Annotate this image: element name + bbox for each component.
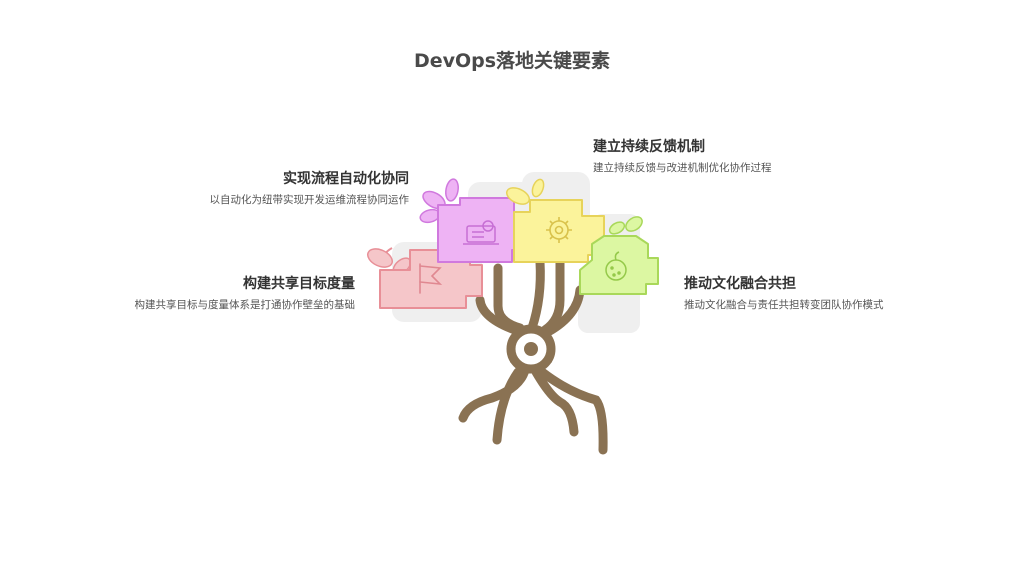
heading-culture: 推动文化融合共担 bbox=[684, 276, 796, 292]
label-shared-metrics: 构建共享目标度量 构建共享目标与度量体系是打通协作壁垒的基础 bbox=[135, 275, 356, 312]
page-title: DevOps落地关键要素 bbox=[413, 50, 611, 72]
leaf-automation bbox=[419, 178, 525, 263]
label-feedback: 建立持续反馈机制 建立持续反馈与改进机制优化协作过程 bbox=[593, 138, 772, 175]
tree-trunk bbox=[458, 245, 608, 455]
heading-shared-metrics: 构建共享目标度量 bbox=[243, 276, 355, 292]
machine-icon bbox=[463, 220, 499, 245]
trunk-core bbox=[524, 342, 538, 356]
description-shared-metrics: 构建共享目标与度量体系是打通协作壁垒的基础 bbox=[134, 298, 356, 311]
flag-icon bbox=[419, 263, 443, 294]
leaf-feedback bbox=[505, 178, 605, 263]
description-feedback: 建立持续反馈与改进机制优化协作过程 bbox=[593, 161, 772, 174]
fruit-icon bbox=[605, 251, 627, 281]
leaf-culture bbox=[579, 216, 659, 295]
label-automation: 实现流程自动化协同 以自动化为纽带实现开发运维流程协同运作 bbox=[210, 170, 410, 207]
label-culture: 推动文化融合共担 推动文化融合与责任共担转变团队协作模式 bbox=[684, 275, 884, 312]
description-automation: 以自动化为纽带实现开发运维流程协同运作 bbox=[209, 193, 410, 206]
gear-icon bbox=[546, 217, 572, 243]
description-culture: 推动文化融合与责任共担转变团队协作模式 bbox=[684, 298, 884, 311]
leaf-shared-metrics bbox=[366, 247, 483, 309]
heading-feedback: 建立持续反馈机制 bbox=[593, 139, 705, 155]
heading-automation: 实现流程自动化协同 bbox=[283, 171, 409, 187]
